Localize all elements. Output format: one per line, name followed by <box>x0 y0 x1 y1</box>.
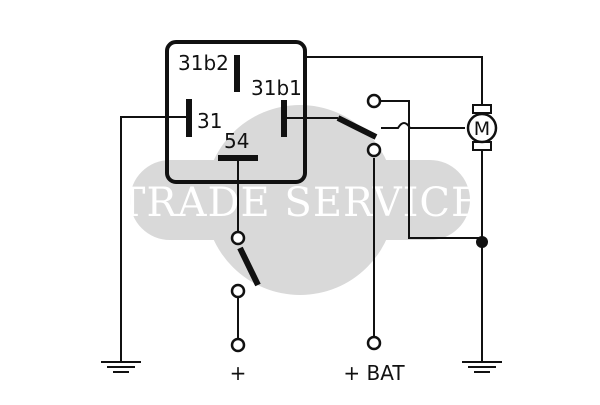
watermark: TRADE SERVICE <box>119 105 481 295</box>
terminal-31b2-label: 31b2 <box>178 51 229 75</box>
changeover-contact-top <box>366 93 382 109</box>
bat-terminal <box>366 335 382 351</box>
push-switch <box>230 230 261 299</box>
push-switch-lever <box>237 246 261 287</box>
changeover-switch <box>336 93 382 158</box>
terminal-54-label: 54 <box>224 129 249 153</box>
motor-body <box>466 112 498 144</box>
relay: 31b2 31b1 31 54 <box>165 40 307 184</box>
terminal-31b2-blade <box>234 55 240 92</box>
terminal-31-blade <box>186 99 192 137</box>
ground-left <box>101 361 141 373</box>
motor: M <box>466 104 498 151</box>
relay-housing <box>165 40 307 184</box>
wire-31b2-motor <box>305 56 483 105</box>
plus-terminal <box>230 337 246 353</box>
motor-brush-top <box>472 104 492 114</box>
junction-dot <box>476 236 488 248</box>
terminal-31b1-blade <box>281 100 287 137</box>
push-switch-contact-bottom <box>230 283 246 299</box>
plus-label: + <box>230 361 247 385</box>
wire-switch-motor <box>381 122 465 129</box>
motor-symbol: M <box>474 118 490 140</box>
wire-switch-junction <box>381 100 482 239</box>
terminal-31b1-label: 31b1 <box>251 76 302 100</box>
watermark-text: TRADE SERVICE <box>119 180 481 226</box>
push-switch-contact-top <box>230 230 246 246</box>
plus-bat-label: + BAT <box>343 361 405 385</box>
ground-right <box>462 361 502 373</box>
changeover-lever <box>336 115 378 140</box>
terminal-54-blade <box>218 155 258 161</box>
terminal-31-label: 31 <box>197 109 222 133</box>
changeover-contact-bottom <box>366 142 382 158</box>
